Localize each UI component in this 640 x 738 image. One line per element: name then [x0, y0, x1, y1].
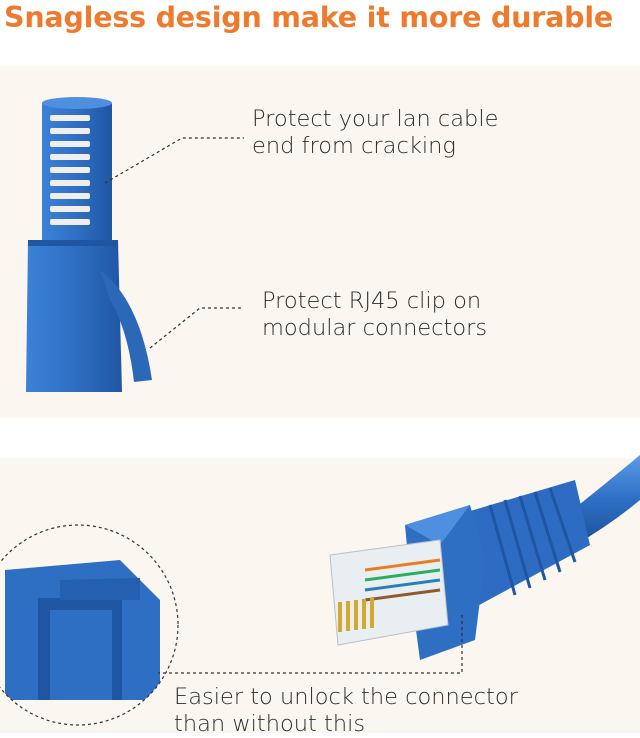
callout-bottom-line2: than without this: [174, 711, 366, 737]
callout-top: Protect your lan cable end from cracking: [252, 106, 498, 160]
callout-top-line2: end from cracking: [252, 133, 456, 159]
rj45-cable: [329, 455, 640, 660]
callout-bottom: Easier to unlock the connector than with…: [174, 684, 518, 738]
callout-middle: Protect RJ45 clip on modular connectors: [262, 288, 487, 342]
callout-middle-line2: modular connectors: [262, 315, 488, 341]
callout-middle-line1: Protect RJ45 clip on: [262, 288, 482, 314]
headline: Snagless design make it more durable: [4, 1, 614, 34]
zoom-inset: [0, 524, 179, 726]
callout-top-line1: Protect your lan cable: [252, 106, 499, 132]
leader-line-bottom: [158, 615, 463, 674]
snagless-boot: [26, 97, 152, 392]
callout-bottom-line1: Easier to unlock the connector: [174, 684, 518, 710]
